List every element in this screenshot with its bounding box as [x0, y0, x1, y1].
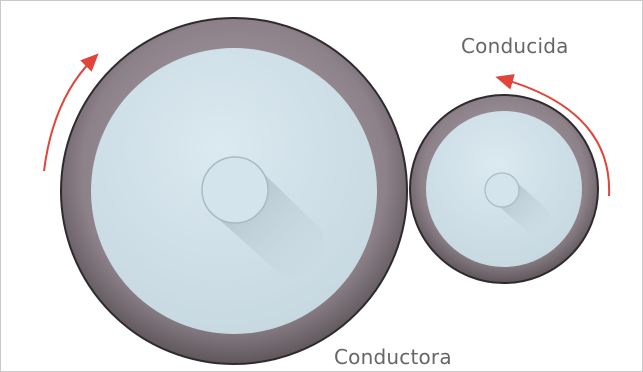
driven-hub — [485, 173, 519, 207]
driver-gear-label: Conductora — [334, 345, 452, 369]
driven-gear-label: Conducida — [461, 34, 569, 58]
driver-gear — [61, 18, 407, 364]
driven-gear — [410, 95, 598, 283]
driver-hub — [202, 157, 268, 223]
